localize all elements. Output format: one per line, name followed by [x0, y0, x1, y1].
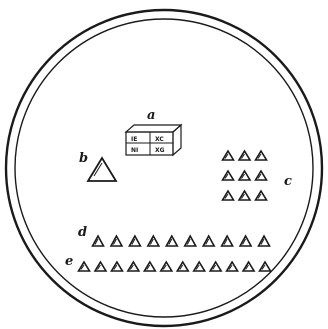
label-b: b — [79, 151, 88, 166]
small-triangle — [256, 191, 267, 200]
dish-outer-rim — [6, 10, 322, 326]
label-c: c — [284, 174, 292, 189]
triangle-b — [88, 158, 116, 181]
small-triangle — [79, 262, 90, 271]
triangle-row-d — [93, 236, 270, 246]
small-triangle — [239, 191, 250, 200]
box-face-bottom-right: XG — [155, 147, 165, 154]
small-triangle — [223, 171, 234, 180]
small-triangle — [256, 171, 267, 180]
small-triangle — [144, 262, 155, 271]
label-a: a — [147, 108, 155, 123]
small-triangle — [227, 262, 238, 271]
box-face-bottom-left: NI — [131, 147, 138, 154]
crystal-box-a: IE XC NI XG — [126, 125, 181, 155]
small-triangle — [111, 236, 122, 246]
dish-inner-rim — [15, 19, 313, 317]
small-triangle — [259, 236, 270, 246]
small-triangle — [129, 236, 140, 246]
small-triangle — [93, 236, 104, 246]
small-triangle — [222, 236, 233, 246]
label-e: e — [65, 254, 73, 269]
small-triangle — [210, 262, 221, 271]
box-face-top-left: IE — [131, 136, 137, 143]
small-triangle — [223, 151, 234, 160]
small-triangle — [223, 191, 234, 200]
small-triangle — [161, 262, 172, 271]
small-triangle — [128, 262, 139, 271]
small-triangle — [177, 262, 188, 271]
small-triangle — [95, 262, 106, 271]
triangle-group-c — [223, 151, 267, 200]
small-triangle — [260, 262, 271, 271]
triangle-row-e — [79, 262, 271, 271]
small-triangle — [185, 236, 196, 246]
small-triangle — [148, 236, 159, 246]
small-triangle — [239, 151, 250, 160]
small-triangle — [239, 171, 250, 180]
box-face-top-right: XC — [155, 136, 164, 143]
small-triangle — [166, 236, 177, 246]
small-triangle — [243, 262, 254, 271]
small-triangle — [256, 151, 267, 160]
small-triangle — [194, 262, 205, 271]
small-triangle — [203, 236, 214, 246]
label-d: d — [78, 225, 87, 240]
small-triangle — [240, 236, 251, 246]
small-triangle — [111, 262, 122, 271]
